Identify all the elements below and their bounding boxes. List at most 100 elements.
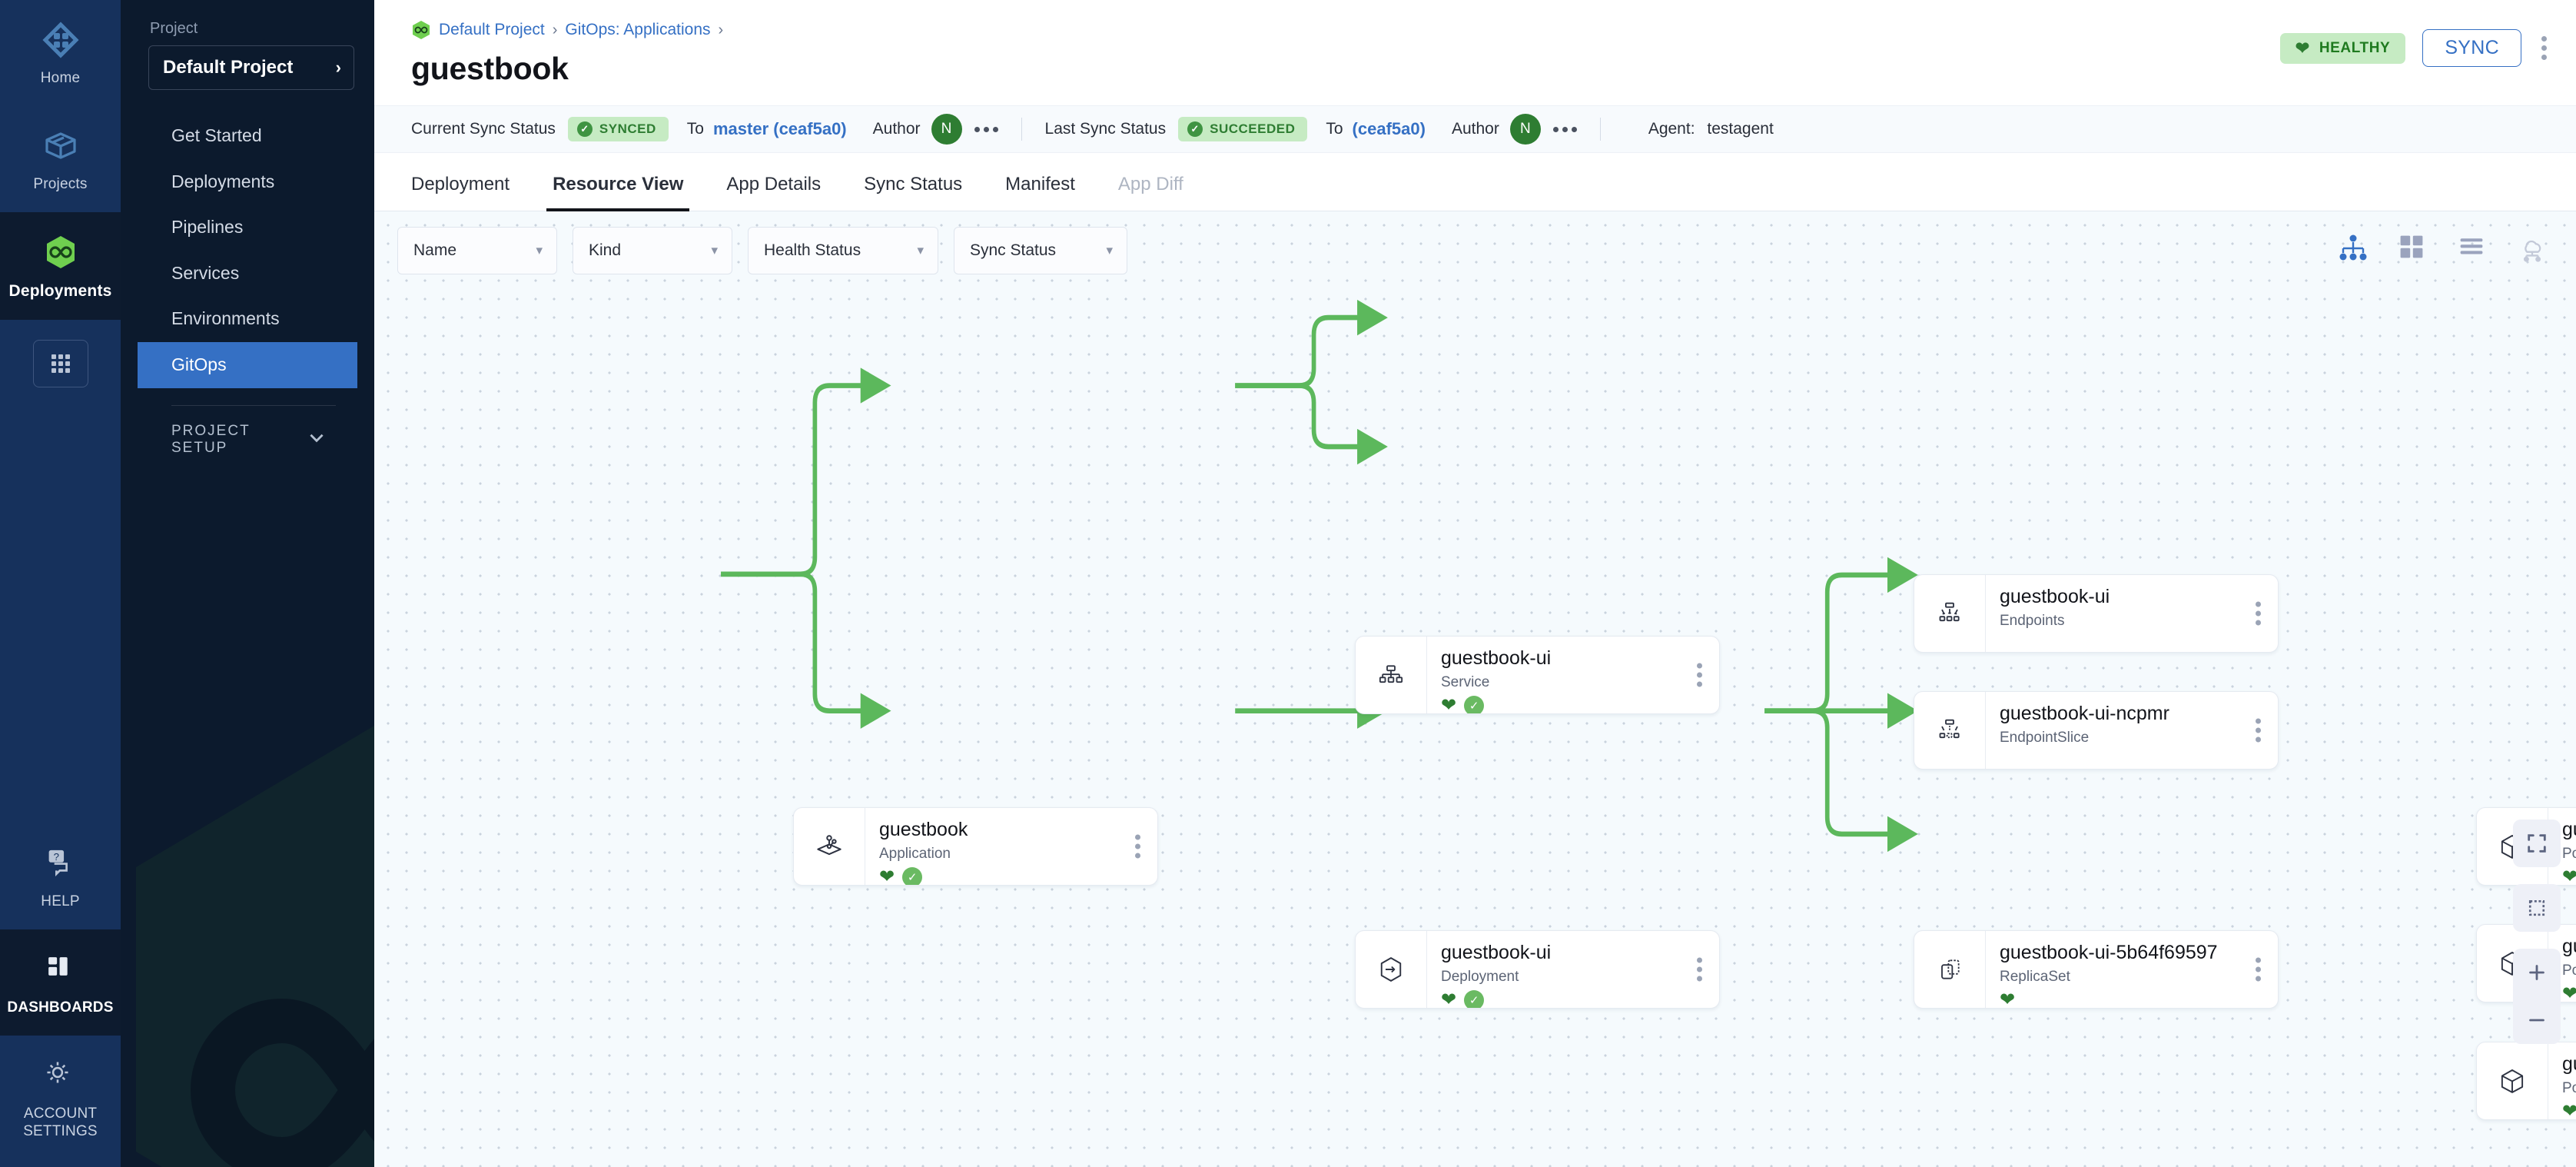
dashboard-tiles-icon [41, 949, 81, 989]
graph-node-replicaset[interactable]: guestbook-ui-5b64f69597 ReplicaSet ❤ [1914, 930, 2279, 1009]
graph-node-status: ❤ [2000, 990, 2278, 1009]
last-sync-status-label: Last Sync Status [1044, 120, 1167, 138]
dashed-square-icon[interactable] [2513, 884, 2561, 932]
graph-node-endpoints[interactable]: guestbook-ui Endpoints [1914, 574, 2279, 653]
network-cloud-icon[interactable] [2518, 233, 2548, 264]
sidebar-project-setup[interactable]: PROJECT SETUP [138, 406, 357, 457]
graph-node-pod-3-body: guestbook-ui-5b64f6959… Pod ❤ [2548, 1042, 2576, 1119]
plus-icon[interactable] [2513, 949, 2561, 996]
graph-node-application-body: guestbook Application ❤ ✓ [865, 808, 1157, 885]
resource-graph-canvas[interactable]: Name ▾ Kind ▾ Health Status ▾ Sync Statu… [374, 211, 2576, 1167]
check-circle-icon-2: ✓ [1187, 121, 1203, 137]
filter-sync-status[interactable]: Sync Status ▾ [954, 227, 1127, 274]
header-actions: ❤ HEALTHY SYNC [2279, 29, 2550, 67]
chevron-right-icon: › [335, 58, 341, 77]
rail-item-account-settings-label: ACCOUNT SETTINGS [23, 1105, 98, 1140]
graph-node-application[interactable]: guestbook Application ❤ ✓ [793, 807, 1158, 886]
graph-node-name: guestbook-ui-ncpmr [2000, 703, 2169, 724]
grid-apps-icon[interactable] [32, 339, 88, 387]
graph-node-more-icon[interactable] [1697, 663, 1702, 687]
fit-screen-icon[interactable] [2513, 820, 2561, 867]
graph-node-service[interactable]: guestbook-ui Service ❤ ✓ [1355, 636, 1720, 714]
tab-resource-view[interactable]: Resource View [531, 174, 705, 211]
project-selector[interactable]: Default Project › [148, 45, 354, 90]
status-divider [1021, 118, 1022, 141]
last-revision-link[interactable]: (ceaf5a0) [1352, 119, 1426, 138]
current-to-label: To [686, 120, 704, 138]
graph-node-name: guestbook-ui [1441, 942, 1552, 963]
last-author-more-icon[interactable] [1552, 126, 1577, 132]
filter-health-status[interactable]: Health Status ▾ [748, 227, 938, 274]
list-view-icon[interactable] [2458, 233, 2488, 264]
svg-text:?: ? [53, 851, 58, 863]
current-revision-link[interactable]: master (ceaf5a0) [712, 119, 847, 138]
filter-name[interactable]: Name ▾ [397, 227, 557, 274]
current-author-more-icon[interactable] [974, 126, 998, 132]
graph-node-deployment-body: guestbook-ui Deployment ❤ ✓ [1426, 931, 1719, 1008]
breadcrumb: Default Project › GitOps: Applications › [411, 20, 2550, 40]
graph-node-replicaset-body: guestbook-ui-5b64f69597 ReplicaSet ❤ [1985, 931, 2278, 1008]
graph-edges [721, 299, 1918, 853]
breadcrumb-item-gitops-applications[interactable]: GitOps: Applications [565, 21, 711, 38]
breadcrumb-separator: › [552, 21, 558, 38]
graph-node-more-icon[interactable] [1135, 834, 1140, 859]
tab-deployment[interactable]: Deployment [411, 174, 510, 194]
tab-bar: Deployment Resource View App Details Syn… [374, 153, 2576, 211]
check-circle-icon: ✓ [576, 121, 593, 137]
graph-node-kind: Endpoints [2000, 613, 2065, 629]
heart-icon: ❤ [2562, 985, 2576, 1002]
minus-icon[interactable] [2513, 996, 2561, 1044]
filter-health-status-label: Health Status [764, 241, 861, 259]
graph-node-kind: Pod [2562, 963, 2576, 979]
rail-item-dashboards[interactable]: DASHBOARDS [0, 929, 121, 1036]
graph-node-kind: ReplicaSet [2000, 969, 2070, 985]
graph-node-endpointslice[interactable]: guestbook-ui-ncpmr EndpointSlice [1914, 691, 2279, 770]
rail-item-deployments[interactable]: Deployments [0, 211, 121, 320]
header-more-menu-icon[interactable] [2538, 32, 2550, 65]
graph-node-more-icon[interactable] [2256, 601, 2261, 626]
current-author-avatar[interactable]: N [931, 114, 962, 145]
sidebar-divider [171, 404, 336, 406]
agent-info: Agent: testagent [1648, 120, 1774, 138]
graph-node-kind: Pod [2562, 1080, 2576, 1096]
rail-item-help[interactable]: ? HELP [0, 823, 121, 929]
sidebar-item-environments[interactable]: Environments [171, 308, 280, 329]
graph-node-deployment[interactable]: guestbook-ui Deployment ❤ ✓ [1355, 930, 1720, 1009]
filter-kind[interactable]: Kind ▾ [573, 227, 732, 274]
graph-node-more-icon[interactable] [2256, 957, 2261, 982]
breadcrumb-item-default-project[interactable]: Default Project [439, 21, 545, 38]
sidebar-item-services[interactable]: Services [171, 262, 240, 283]
tab-sync-status[interactable]: Sync Status [864, 174, 963, 194]
rail-item-projects[interactable]: Projects [0, 106, 121, 212]
rail-item-deployments-label: Deployments [8, 281, 112, 300]
check-circle-icon: ✓ [1464, 990, 1485, 1008]
rail-item-account-settings[interactable]: ACCOUNT SETTINGS [0, 1036, 121, 1167]
rail-item-home[interactable]: Home [0, 0, 121, 106]
last-author-avatar[interactable]: N [1509, 114, 1541, 145]
zoom-in-out-group [2513, 949, 2561, 1044]
graph-node-name: guestbook-ui-5b64f6959… [2562, 936, 2576, 957]
sync-button[interactable]: SYNC [2422, 29, 2521, 67]
heart-icon: ❤ [2295, 38, 2310, 58]
graph-node-more-icon[interactable] [2256, 718, 2261, 743]
hierarchy-tree-icon[interactable] [2338, 233, 2369, 264]
rail-item-apps[interactable] [0, 320, 121, 406]
grid-view-icon[interactable] [2398, 233, 2428, 264]
heart-icon: ❤ [1441, 695, 1457, 714]
gear-icon [41, 1056, 81, 1096]
resource-graph: guestbook Application ❤ ✓ [374, 211, 2576, 1167]
filter-name-label: Name [413, 241, 457, 259]
sidebar-item-gitops[interactable]: GitOps [138, 341, 357, 388]
tab-manifest[interactable]: Manifest [1005, 174, 1075, 194]
graph-node-pod-3[interactable]: guestbook-ui-5b64f6959… Pod ❤ [2476, 1042, 2576, 1120]
sidebar-watermark-logo [136, 725, 374, 1167]
sidebar-project-setup-label: PROJECT SETUP [171, 422, 251, 456]
sidebar-item-pipelines[interactable]: Pipelines [171, 217, 244, 238]
sidebar-item-deployments[interactable]: Deployments [171, 171, 275, 191]
chevron-down-icon: ▾ [1106, 243, 1113, 258]
tab-app-details[interactable]: App Details [726, 174, 822, 194]
sidebar-item-get-started[interactable]: Get Started [171, 125, 262, 145]
graph-node-more-icon[interactable] [1697, 957, 1702, 982]
chevron-down-icon: ▾ [536, 243, 543, 258]
filter-bar: Name ▾ Kind ▾ Health Status ▾ Sync Statu… [397, 227, 1127, 274]
